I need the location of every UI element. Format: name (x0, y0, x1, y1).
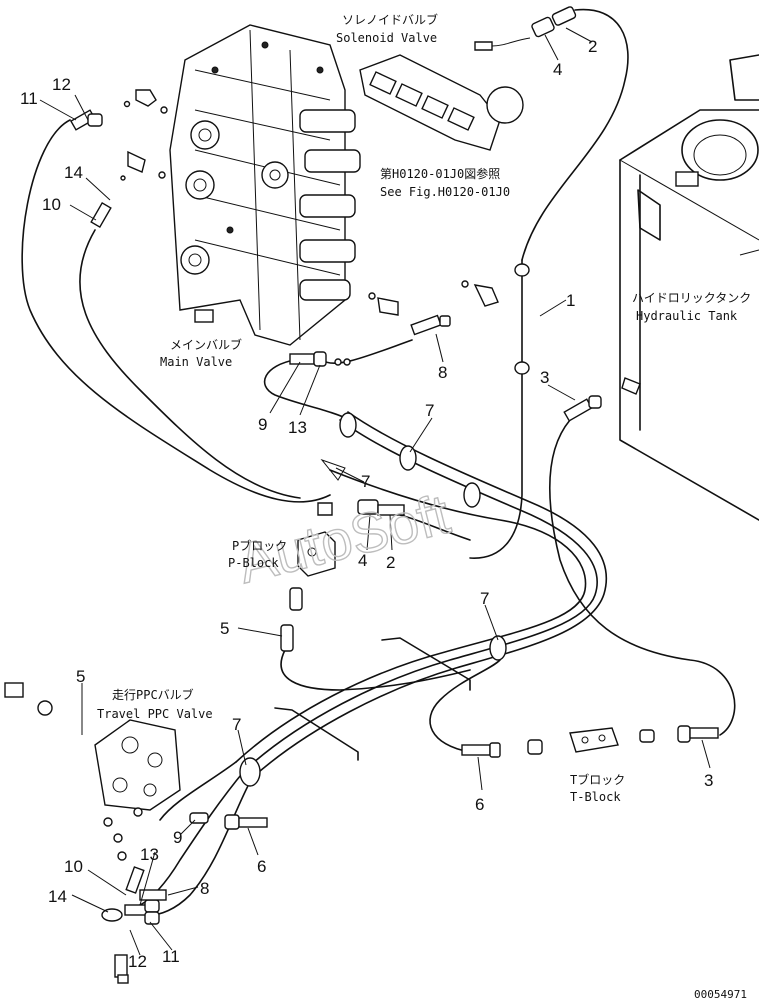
callout-4-top: 4 (553, 60, 562, 79)
callout-numbers: 1 2 2 3 3 4 4 5 5 6 6 7 7 7 7 8 8 9 9 10… (20, 37, 713, 971)
drawing-code: 00054971 (694, 988, 747, 1001)
callout-2-mid: 2 (386, 553, 395, 572)
callout-7-a: 7 (425, 401, 434, 420)
callout-5-mid: 5 (220, 619, 229, 638)
solenoid-valve-label-jp: ソレノイドバルブ (342, 12, 438, 27)
leader-lines (39, 27, 711, 956)
callout-11-top: 11 (20, 89, 38, 108)
callout-10-top: 10 (42, 195, 61, 214)
hydraulic-tank-label-en: Hydraulic Tank (636, 309, 738, 323)
callout-11-bottom: 11 (162, 947, 180, 966)
callout-4-mid: 4 (358, 551, 367, 570)
callout-5-left: 5 (76, 667, 85, 686)
callout-9-bottom: 9 (173, 828, 182, 847)
component-labels: ソレノイドバルブ Solenoid Valve 第H0120-01J0図参照 S… (97, 12, 751, 804)
main-valve (169, 24, 361, 346)
main-valve-label-jp: メインバルブ (170, 337, 242, 352)
p-block-label-en: P-Block (228, 556, 279, 570)
p-block-label-jp: Pブロック (232, 538, 287, 553)
travel-ppc-valve (4, 682, 181, 861)
main-valve-label-en: Main Valve (160, 355, 232, 369)
callout-10-bottom: 10 (64, 857, 83, 876)
callout-14-bottom: 14 (48, 887, 67, 906)
callout-6-left: 6 (257, 857, 266, 876)
p-block (289, 531, 336, 611)
callout-6-right: 6 (475, 795, 484, 814)
t-block (569, 727, 619, 753)
callout-3-right: 3 (540, 368, 549, 387)
callout-9-top: 9 (258, 415, 267, 434)
fittings (70, 6, 719, 984)
hydraulic-tank (619, 54, 759, 521)
callout-13-top: 13 (288, 418, 307, 437)
t-block-label-jp: Tブロック (570, 772, 625, 787)
callout-7-c: 7 (480, 589, 489, 608)
callout-13-bottom: 13 (140, 845, 159, 864)
see-fig-label-en: See Fig.H0120-01J0 (380, 185, 510, 199)
solenoid-valve-label-en: Solenoid Valve (336, 31, 437, 45)
hydraulic-tank-label-jp: ハイドロリックタンク (632, 291, 751, 305)
callout-12-bottom: 12 (128, 952, 147, 971)
callout-12-top: 12 (52, 75, 71, 94)
callout-14-top: 14 (64, 163, 83, 182)
callout-7-b: 7 (361, 472, 370, 491)
callout-1: 1 (566, 291, 575, 310)
callout-8-top: 8 (438, 363, 447, 382)
callout-2-top: 2 (588, 37, 597, 56)
solenoid-valve (359, 37, 531, 151)
hose-clamps (239, 263, 530, 787)
see-fig-label-jp: 第H0120-01J0図参照 (380, 166, 500, 181)
travel-ppc-valve-label-jp: 走行PPCバルブ (112, 687, 194, 702)
callout-8-bottom: 8 (200, 879, 209, 898)
t-block-label-en: T-Block (570, 790, 621, 804)
travel-ppc-valve-label-en: Travel PPC Valve (97, 707, 213, 721)
callout-3-bottom: 3 (704, 771, 713, 790)
callout-7-d: 7 (232, 715, 241, 734)
brackets (274, 637, 471, 761)
